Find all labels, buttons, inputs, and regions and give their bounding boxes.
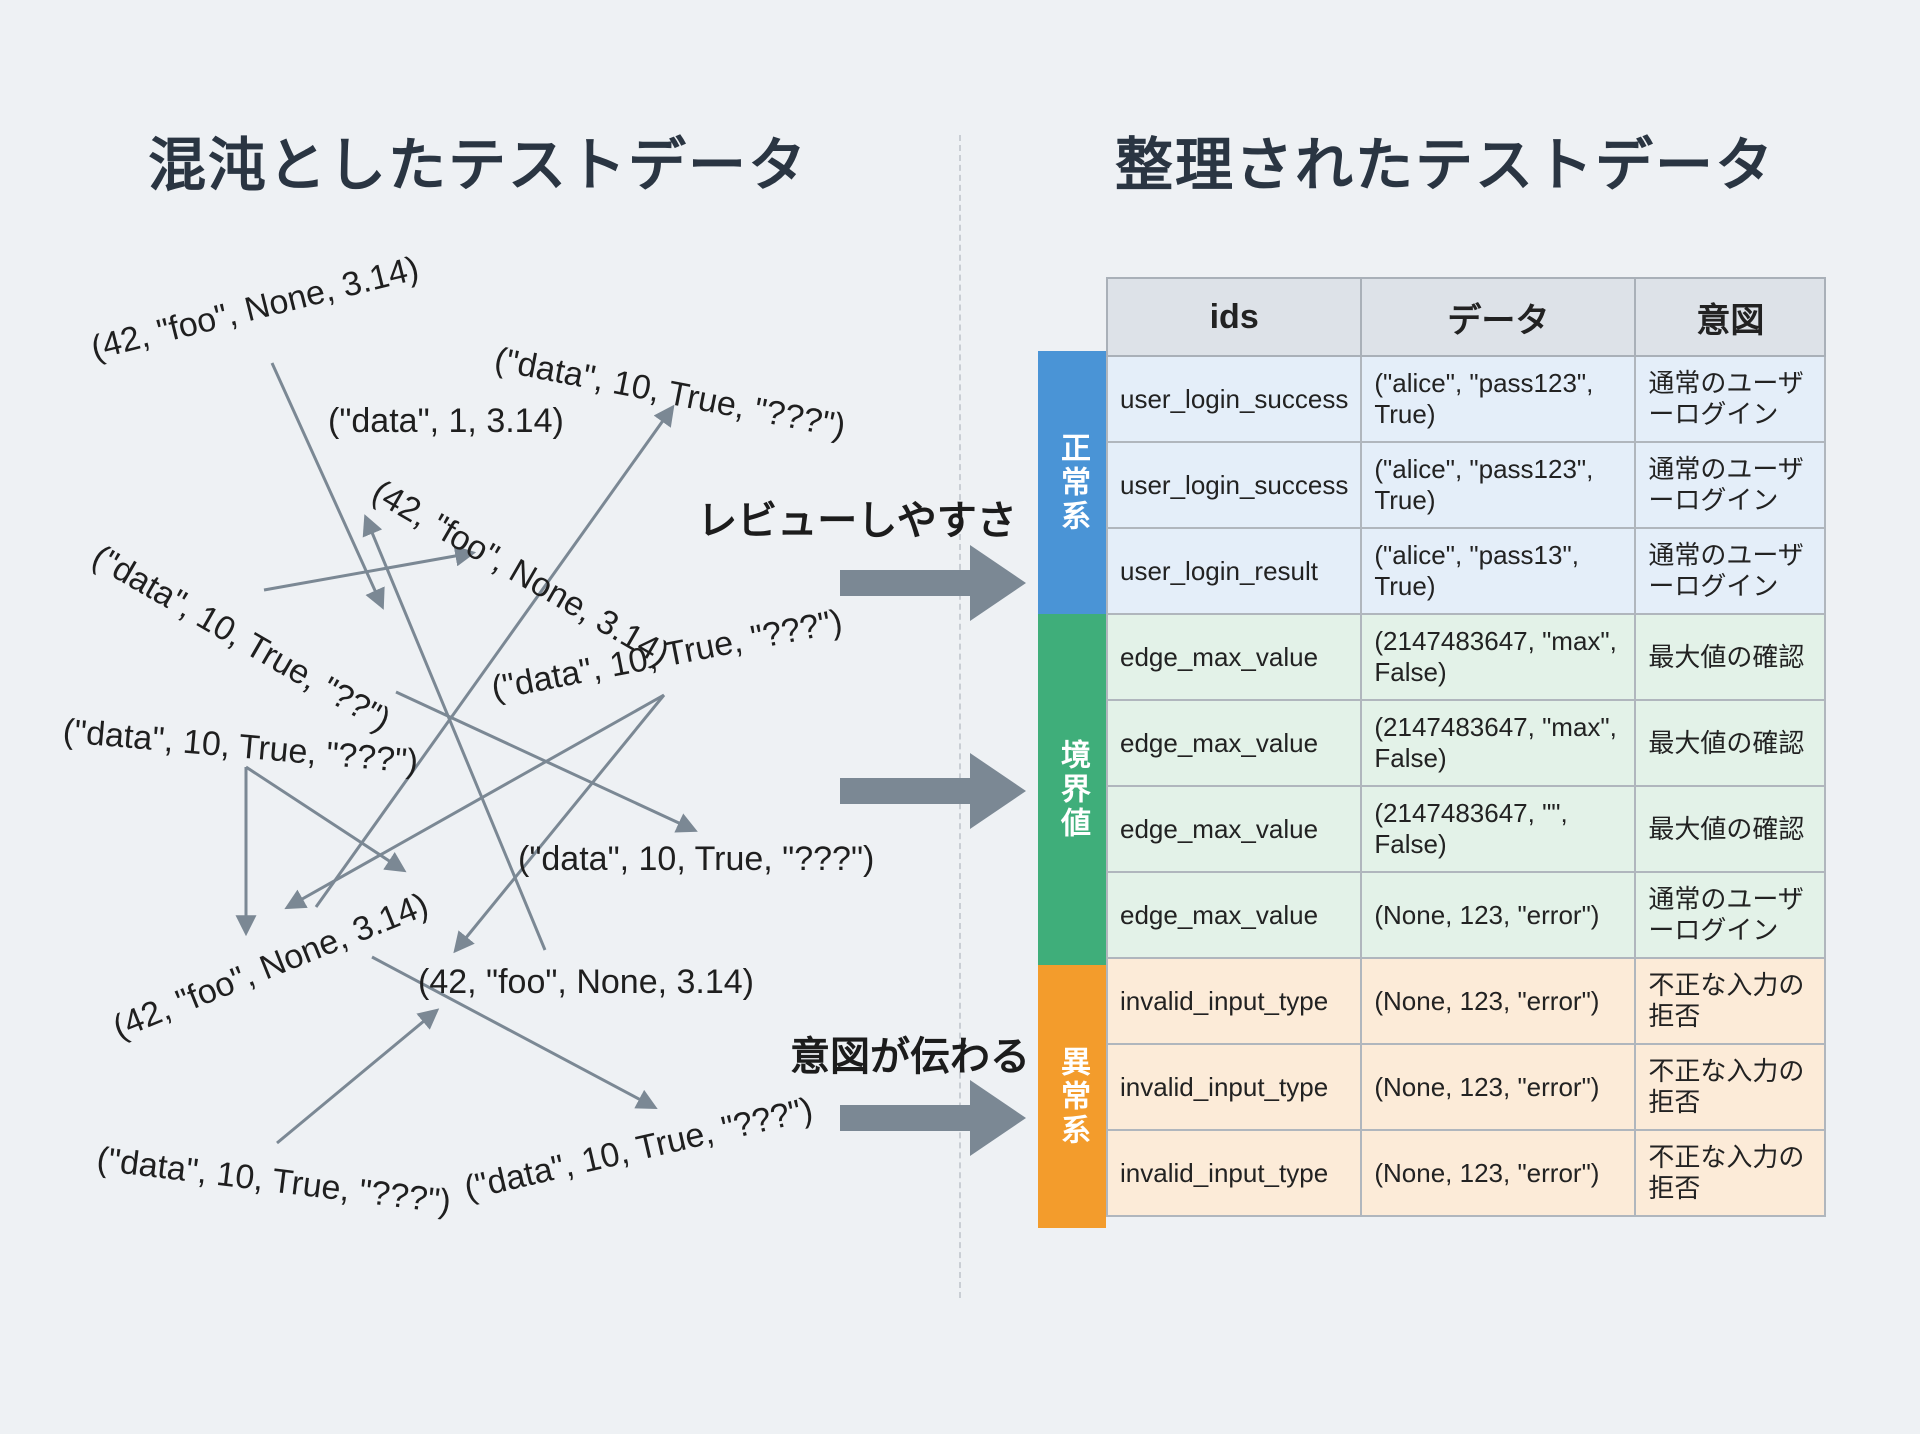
cell-data: (2147483647, "max", False)	[1360, 613, 1637, 701]
cell-ids: invalid_input_type	[1105, 1043, 1363, 1131]
chaos-fragment: ("data", 10, True, "???")	[460, 1090, 817, 1208]
transition-arrow-bottom	[840, 1080, 1026, 1156]
table-row: invalid_input_type (None, 123, "error") …	[1105, 1129, 1827, 1217]
chaotic-data-title: 混沌としたテストデータ	[147, 131, 809, 199]
cell-ids: user_login_success	[1105, 441, 1363, 529]
cell-intent: 不正な入力の拒否	[1634, 1129, 1827, 1217]
cell-data: (None, 123, "error")	[1360, 957, 1637, 1045]
cell-intent: 最大値の確認	[1634, 613, 1827, 701]
chaos-fragment: (42, "foo", None, 3.14)	[107, 885, 434, 1047]
chaos-fragment: (42, "foo", None, 3.14)	[418, 963, 754, 1001]
chaos-fragment: ("data", 1, 3.14)	[328, 402, 564, 440]
cell-ids: edge_max_value	[1105, 871, 1363, 959]
cell-ids: invalid_input_type	[1105, 1129, 1363, 1217]
cell-intent: 通常のユーザーログイン	[1634, 871, 1827, 959]
table-row: user_login_result ("alice", "pass13", Tr…	[1105, 527, 1827, 615]
organized-test-data-table: ids データ 意図 user_login_success ("alice", …	[1105, 277, 1827, 1217]
transition-arrow-top	[840, 545, 1026, 621]
table-row: edge_max_value (2147483647, "max", False…	[1105, 613, 1827, 701]
cell-data: ("alice", "pass123", True)	[1360, 441, 1637, 529]
cell-ids: edge_max_value	[1105, 785, 1363, 873]
cell-data: (None, 123, "error")	[1360, 1129, 1637, 1217]
table-row: invalid_input_type (None, 123, "error") …	[1105, 957, 1827, 1045]
tangle-arrow	[453, 694, 666, 954]
cell-intent: 最大値の確認	[1634, 785, 1827, 873]
table-row: edge_max_value (None, 123, "error") 通常のユ…	[1105, 871, 1827, 959]
tangle-arrow	[263, 545, 477, 592]
transition-arrow-middle	[840, 753, 1026, 829]
header-intent: 意図	[1634, 277, 1827, 357]
table-row: edge_max_value (2147483647, "", False) 最…	[1105, 785, 1827, 873]
cell-data: (None, 123, "error")	[1360, 1043, 1637, 1131]
cell-intent: 通常のユーザーログイン	[1634, 527, 1827, 615]
tangle-arrow	[270, 362, 385, 610]
cell-ids: edge_max_value	[1105, 699, 1363, 787]
table-row: edge_max_value (2147483647, "max", False…	[1105, 699, 1827, 787]
chaos-fragment: ("data", 10, True, "???")	[94, 1140, 454, 1222]
cell-data: ("alice", "pass123", True)	[1360, 355, 1637, 443]
cell-ids: edge_max_value	[1105, 613, 1363, 701]
header-ids: ids	[1105, 277, 1363, 357]
organized-data-title: 整理されたテストデータ	[1114, 131, 1776, 199]
cell-data: (2147483647, "max", False)	[1360, 699, 1637, 787]
tangle-arrow	[276, 1008, 440, 1145]
section-divider	[959, 135, 961, 1298]
cell-data: (2147483647, "", False)	[1360, 785, 1637, 873]
table-row: user_login_success ("alice", "pass123", …	[1105, 355, 1827, 443]
table-row: user_login_success ("alice", "pass123", …	[1105, 441, 1827, 529]
chaos-fragment: ("data", 10, True, "???")	[488, 602, 846, 708]
chaos-fragment: ("data", 10, True, "??")	[85, 537, 397, 740]
chaos-fragment: (42, "foo", None, 3.14)	[87, 249, 423, 368]
header-data: データ	[1360, 277, 1637, 357]
category-error: 異常系	[1038, 965, 1106, 1228]
cell-ids: invalid_input_type	[1105, 957, 1363, 1045]
benefit-intent-label: 意図が伝わる	[790, 1034, 1030, 1080]
tangle-arrow	[395, 690, 698, 833]
cell-ids: user_login_result	[1105, 527, 1363, 615]
tangle-arrow	[245, 765, 407, 873]
table-row: invalid_input_type (None, 123, "error") …	[1105, 1043, 1827, 1131]
cell-intent: 不正な入力の拒否	[1634, 1043, 1827, 1131]
table-header-row: ids データ 意図	[1105, 277, 1827, 357]
category-boundary: 境界値	[1038, 614, 1106, 965]
chaos-fragment: ("data", 10, True, "???")	[518, 840, 875, 878]
cell-data: (None, 123, "error")	[1360, 871, 1637, 959]
cell-data: ("alice", "pass13", True)	[1360, 527, 1637, 615]
cell-intent: 通常のユーザーログイン	[1634, 355, 1827, 443]
benefit-review-label: レビューしやすさ	[697, 498, 1017, 544]
cell-intent: 通常のユーザーログイン	[1634, 441, 1827, 529]
category-normal: 正常系	[1038, 351, 1106, 614]
cell-intent: 不正な入力の拒否	[1634, 957, 1827, 1045]
cell-intent: 最大値の確認	[1634, 699, 1827, 787]
cell-ids: user_login_success	[1105, 355, 1363, 443]
